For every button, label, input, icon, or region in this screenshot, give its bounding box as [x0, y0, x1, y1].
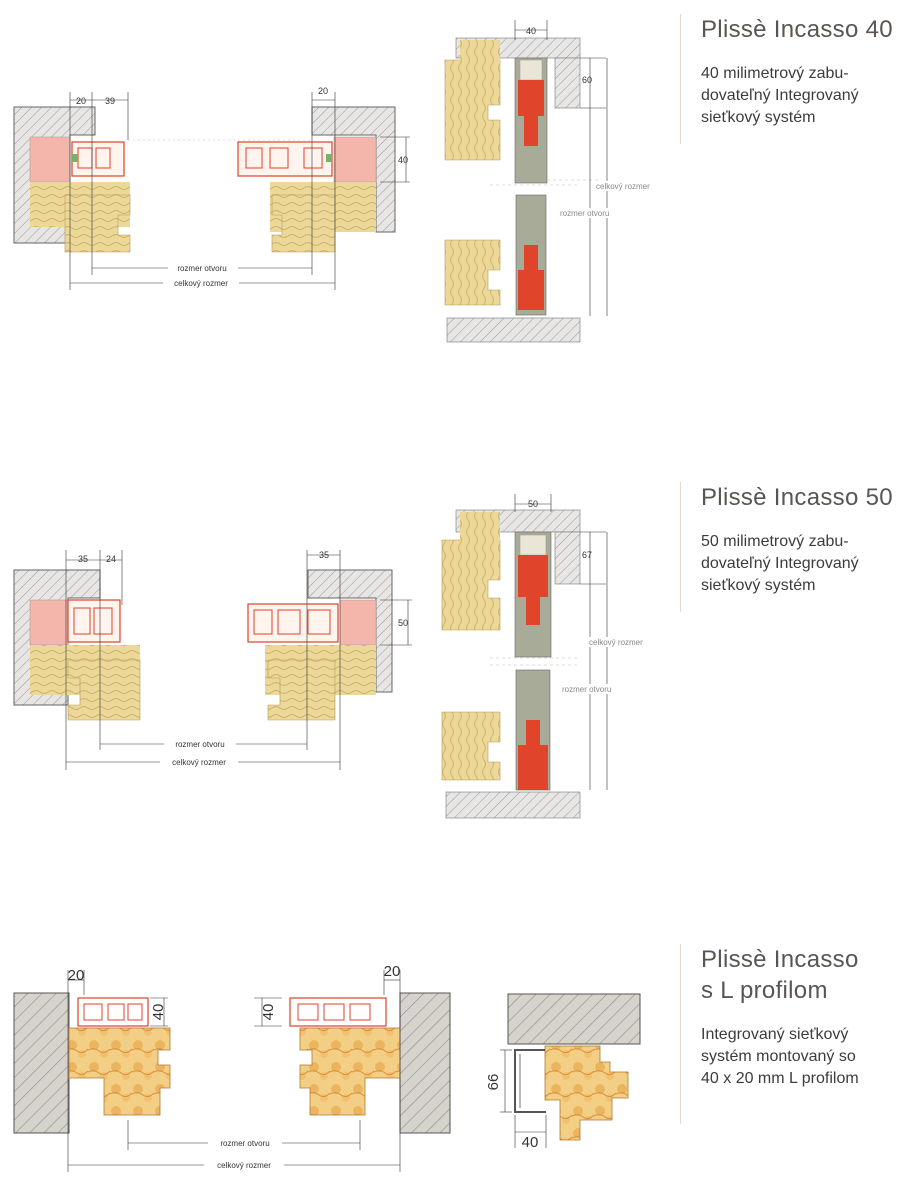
dim-profile: 39: [105, 96, 115, 106]
right-wall-2: [265, 569, 393, 721]
left-wall-1: [13, 106, 131, 253]
right-profile-2: [247, 603, 339, 643]
dim-depth: 50: [398, 618, 408, 628]
section-1-text: Plissè Incasso 40 40 milimetrový zabu- d…: [680, 14, 924, 144]
opening-label: rozmer otvoru: [220, 1139, 269, 1148]
dim-l-width: 40: [522, 1134, 539, 1151]
section-3-text: Plissè Incasso s L profilom Integrovaný …: [680, 944, 924, 1124]
section-title: Plissè Incasso 40: [701, 16, 893, 43]
total-label: celkový rozmer: [217, 1161, 271, 1170]
total-label: celkový rozmer: [174, 279, 228, 288]
vertical-section-1: [444, 37, 581, 343]
dim-depth-right: 40: [260, 1004, 277, 1021]
right-wall-3: [299, 992, 451, 1134]
left-wall-2: [13, 569, 141, 721]
vertical-section-2: [441, 509, 581, 819]
section-2-diagram: 35 24 35 50 rozmer otvoru celkový rozmer: [0, 480, 680, 840]
section-title: Plissè Incasso 50: [701, 484, 893, 511]
section-description: 40 milimetrový zabu- dovateľný Integrova…: [701, 65, 859, 126]
opening-label-vertical: rozmer otvoru: [562, 685, 611, 694]
total-label: celkový rozmer: [172, 758, 226, 767]
section-title: Plissè Incasso s L profilom: [701, 946, 859, 1004]
dim-frame-left: 20: [68, 967, 85, 984]
left-profile-3: [77, 997, 149, 1027]
dim-top-width: 40: [526, 26, 536, 36]
right-profile-3: [289, 997, 387, 1027]
section-description: Integrovaný sieťkový systém montovaný so…: [701, 1026, 859, 1087]
dim-frame-right: 35: [319, 550, 329, 560]
opening-label-vertical: rozmer otvoru: [560, 209, 609, 218]
opening-label: rozmer otvoru: [175, 740, 224, 749]
total-label-vertical: celkový rozmer: [596, 182, 650, 191]
left-profile-1: [71, 141, 125, 177]
dim-top-height: 60: [582, 75, 592, 85]
dim-frame-right: 20: [384, 963, 401, 980]
dim-frame-left: 35: [78, 554, 88, 564]
section-3-diagram: 20 40 40 20 rozmer otvoru celkový rozmer…: [0, 950, 680, 1190]
total-label-vertical: celkový rozmer: [589, 638, 643, 647]
dim-frame-right: 20: [318, 86, 328, 96]
dim-frame-left: 20: [76, 96, 86, 106]
section-1-diagram: 20 39 20 40 rozmer otvoru celkový rozmer: [0, 0, 680, 380]
opening-label: rozmer otvoru: [177, 264, 226, 273]
section-description: 50 milimetrový zabu- dovateľný Integrova…: [701, 533, 859, 594]
dim-top-width: 50: [528, 499, 538, 509]
section-2-text: Plissè Incasso 50 50 milimetrový zabu- d…: [680, 482, 924, 612]
dim-depth-left: 40: [150, 1004, 167, 1021]
left-wall-3: [13, 992, 171, 1134]
dim-top-height: 67: [582, 550, 592, 560]
dim-l-height: 66: [485, 1074, 502, 1091]
right-wall-1: [270, 106, 396, 253]
dim-depth: 40: [398, 155, 408, 165]
l-profile-detail: [507, 993, 641, 1141]
left-profile-2: [67, 599, 121, 643]
dim-profile: 24: [106, 554, 116, 564]
right-profile-1: [237, 141, 333, 177]
